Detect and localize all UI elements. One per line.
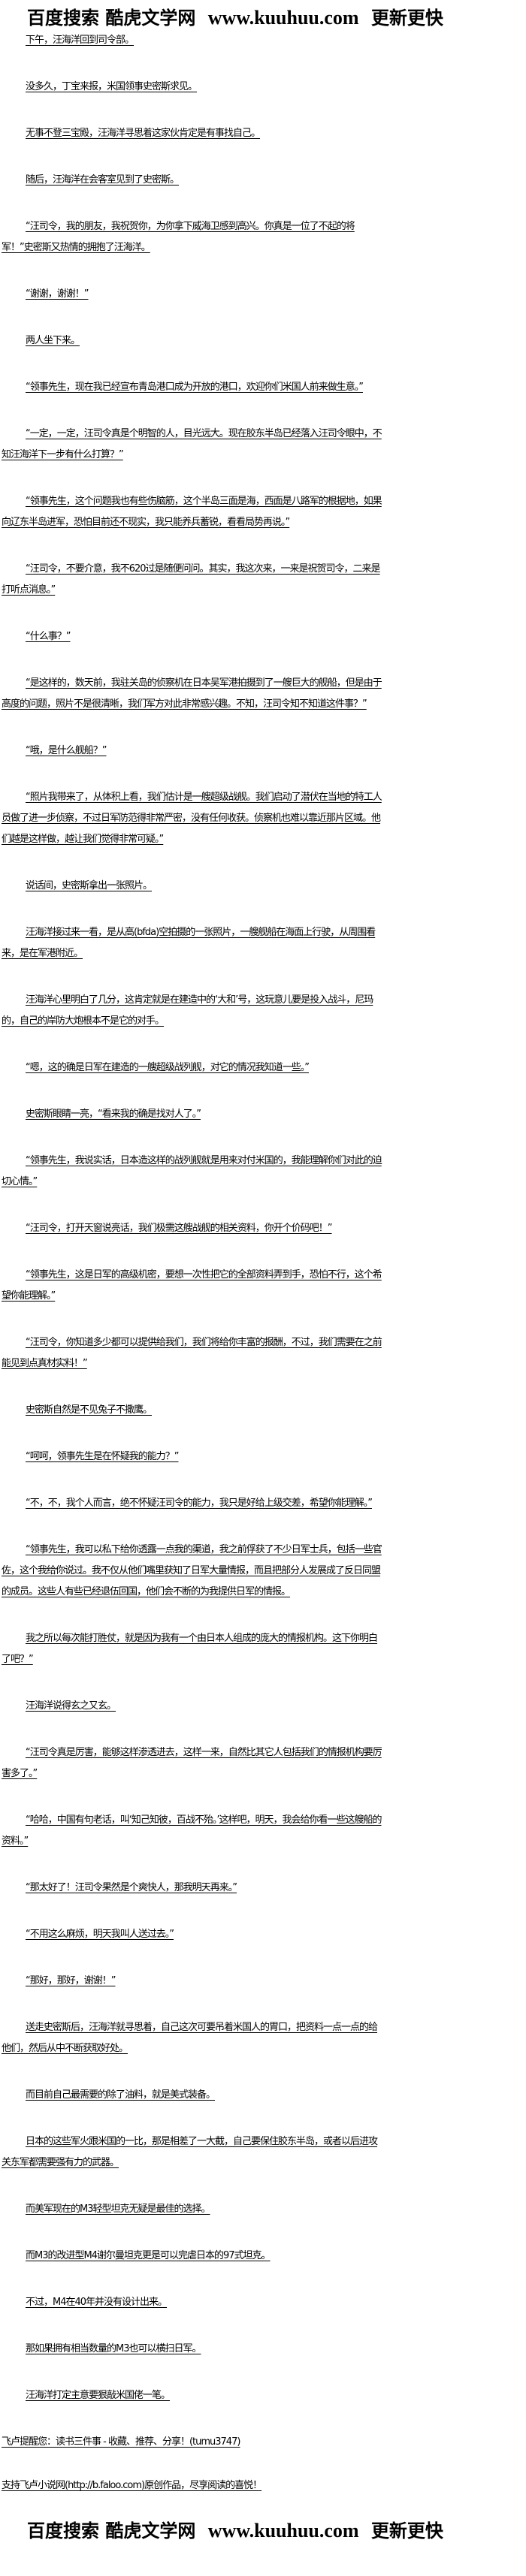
footer-reminder-text: 飞卢提醒您：读书三件事 - 收藏、推荐、分享！(tumu3747) (2, 2436, 240, 2448)
paragraph: “领事先生，现在我已经宣布青岛港口成为开放的港口，欢迎你们米国人前来做生意。” (2, 377, 382, 398)
footer-reminder: 飞卢提醒您：读书三件事 - 收藏、推荐、分享！(tumu3747) (0, 2432, 526, 2453)
paragraph: “领事先生，我说实话，日本造这样的战列舰就是用来对付米国的，我能理解你们对此的迫… (2, 1151, 382, 1193)
paragraph-text: 不过，M4在40年并没有设计出来。 (26, 2297, 168, 2308)
paragraph: 我之所以每次能打胜仗，就是因为我有一个由日本人组成的庞大的情报机构。这下你明白了… (2, 1628, 382, 1670)
paragraph-text: “哦，是什么舰船？” (26, 745, 107, 756)
paragraph: 随后，汪海洋在会客室见到了史密斯。 (2, 170, 382, 191)
paragraph: 汪海洋打定主意要狠敲米国佬一笔。 (2, 2385, 382, 2406)
paragraph: 而美军现在的M3轻型坦克无疑是最佳的选择。 (2, 2199, 382, 2220)
paragraph-text: 而目前自己最需要的除了油料，就是美式装备。 (26, 2089, 216, 2101)
paragraph-text: “汪司令，不要介意，我不620过是随便问问。其实，我这次来，一来是祝贺司令，二来… (2, 563, 381, 596)
paragraph-text: 汪海洋心里明白了几分，这肯定就是在建造中的‘大和’号，这玩意儿要是投入战斗，尼玛… (2, 994, 373, 1027)
paragraph: “嗯，这的确是日军在建造的一艘超级战列舰，对它的情况我知道一些。” (2, 1057, 382, 1078)
logo-tail-text: 更新更快 (370, 2520, 443, 2541)
paragraph: “那太好了！汪司令果然是个爽快人，那我明天再来。” (2, 1878, 382, 1899)
paragraph: “不用这么麻烦，明天我叫人送过去。” (2, 1924, 382, 1945)
paragraph: “呵呵，领事先生是在怀疑我的能力？” (2, 1446, 382, 1467)
paragraph-text: 而美军现在的M3轻型坦克无疑是最佳的选择。 (26, 2203, 210, 2215)
paragraph-text: “汪司令，你知道多少都可以提供给我们，我们将给你丰富的报酬，不过，我们需要在之前… (2, 1337, 382, 1369)
paragraph: “领事先生，这个问题我也有些伤脑筋，这个半岛三面是海，西面是八路军的根据地，如果… (2, 491, 382, 533)
paragraph-text: 下午，汪海洋回到司令部。 (26, 35, 135, 46)
paragraph-text: 两人坐下来。 (26, 335, 80, 346)
paragraph: 汪海洋说得玄之又玄。 (2, 1696, 382, 1717)
paragraph: 无事不登三宝殿，汪海洋寻思着这家伙肯定是有事找自己。 (2, 123, 382, 144)
paragraph-text: “一定，一定，汪司令真是个明智的人，目光远大。现在胶东半岛已经落入汪司令眼中，不… (2, 428, 382, 460)
paragraph-text: “汪司令，打开天窗说亮话，我们极需这艘战舰的相关资料，你开个价码吧！” (26, 1223, 332, 1234)
paragraph-text: “谢谢，谢谢！” (26, 288, 89, 300)
paragraph-text: “呵呵，领事先生是在怀疑我的能力？” (26, 1451, 179, 1462)
paragraph: 两人坐下来。 (2, 330, 382, 351)
paragraph-text: 日本的这些军火跟米国的一比，那是相差了一大截，自己要保住胶东半岛，或者以后进攻关… (2, 2136, 378, 2168)
paragraph-text: 汪海洋打定主意要狠敲米国佬一笔。 (26, 2390, 171, 2401)
paragraph-text: “哈哈，中国有句老话，叫‘知己知彼，百战不殆。’这样吧，明天，我会给你看一些这艘… (2, 1814, 382, 1847)
paragraph: “汪司令，打开天窗说亮话，我们极需这艘战舰的相关资料，你开个价码吧！” (2, 1218, 382, 1239)
site-logo-bottom: 百度搜索 酷虎文学网 www.kuuhuu.com 更新更快 (0, 2513, 526, 2543)
paragraph: “谢谢，谢谢！” (2, 284, 382, 305)
paragraph-text: 送走史密斯后，汪海洋就寻思着，自己这次可要吊着米国人的胃口，把资料一点一点的给他… (2, 2022, 378, 2054)
paragraph-text: “领事先生，现在我已经宣布青岛港口成为开放的港口，欢迎你们米国人前来做生意。” (26, 382, 364, 393)
paragraph-text: “那太好了！汪司令果然是个爽快人，那我明天再来。” (26, 1882, 237, 1893)
paragraph: “哦，是什么舰船？” (2, 741, 382, 762)
paragraph-text: “汪司令真是厉害，能够这样渗透进去，这样一来，自然比其它人包括我们的情报机构要厉… (2, 1747, 382, 1779)
paragraph: “一定，一定，汪司令真是个明智的人，目光远大。现在胶东半岛已经落入汪司令眼中，不… (2, 424, 382, 466)
paragraph-text: 史密斯自然是不见兔子不撒鹰。 (26, 1404, 153, 1416)
paragraph: “哈哈，中国有句老话，叫‘知己知彼，百战不殆。’这样吧，明天，我会给你看一些这艘… (2, 1810, 382, 1852)
paragraph: “是这样的，数天前，我驻关岛的侦察机在日本吴军港拍摄到了一艘巨大的舰船，但是由于… (2, 673, 382, 715)
paragraph: “领事先生，我可以私下给你透露一点我的渠道，我之前俘获了不少日军士兵，包括一些官… (2, 1540, 382, 1603)
paragraph: “不，不，我个人而言，绝不怀疑汪司令的能力，我只是好给上级交差，希望你能理解。” (2, 1493, 382, 1514)
paragraph: “领事先生，这是日军的高级机密，要想一次性把它的全部资料弄到手，恐怕不行，这个希… (2, 1265, 382, 1307)
paragraph-text: “汪司令，我的朋友，我祝贺你，为你拿下威海卫感到高兴。你真是一位了不起的将军！”… (2, 221, 355, 253)
logo-cn-text: 百度搜索 酷虎文学网 (27, 2520, 196, 2541)
paragraph-text: “是这样的，数天前，我驻关岛的侦察机在日本吴军港拍摄到了一艘巨大的舰船，但是由于… (2, 677, 382, 710)
paragraph: 那如果拥有相当数量的M3也可以横扫日军。 (2, 2339, 382, 2360)
paragraph-text: 没多久，丁宝来报，米国领事史密斯求见。 (26, 81, 198, 92)
paragraph-text: 随后，汪海洋在会客室见到了史密斯。 (26, 174, 180, 186)
paragraph: “汪司令，我的朋友，我祝贺你，为你拿下威海卫感到高兴。你真是一位了不起的将军！”… (2, 216, 382, 258)
paragraph: 汪海洋接过来一看，是从高(bfda)空拍摄的一张照片，一艘舰船在海面上行驶，从周… (2, 922, 382, 964)
paragraph: 没多久，丁宝来报，米国领事史密斯求见。 (2, 77, 382, 98)
paragraph-text: 说话间，史密斯拿出一张照片。 (26, 880, 153, 891)
paragraph: “什么事？” (2, 626, 382, 647)
logo-tail-text: 更新更快 (370, 7, 443, 29)
paragraph: “那好，那好，谢谢！” (2, 1971, 382, 1992)
paragraph: 汪海洋心里明白了几分，这肯定就是在建造中的‘大和’号，这玩意儿要是投入战斗，尼玛… (2, 990, 382, 1032)
paragraph-text: “领事先生，我说实话，日本造这样的战列舰就是用来对付米国的，我能理解你们对此的迫… (2, 1155, 382, 1187)
paragraph: “汪司令，你知道多少都可以提供给我们，我们将给你丰富的报酬，不过，我们需要在之前… (2, 1332, 382, 1374)
paragraph: 说话间，史密斯拿出一张照片。 (2, 876, 382, 897)
paragraph-text: 史密斯眼睛一亮，“看来我的确是找对人了。” (26, 1109, 201, 1120)
paragraph: 史密斯眼睛一亮，“看来我的确是找对人了。” (2, 1104, 382, 1125)
logo-url-text: www.kuuhuu.com (207, 2520, 359, 2541)
paragraph: 史密斯自然是不见兔子不撒鹰。 (2, 1400, 382, 1421)
paragraph-text: 那如果拥有相当数量的M3也可以横扫日军。 (26, 2343, 201, 2354)
paragraph-text: “领事先生，这是日军的高级机密，要想一次性把它的全部资料弄到手，恐怕不行，这个希… (2, 1269, 382, 1302)
paragraph-text: “领事先生，这个问题我也有些伤脑筋，这个半岛三面是海，西面是八路军的根据地，如果… (2, 496, 382, 528)
paragraph-text: “不用这么麻烦，明天我叫人送过去。” (26, 1929, 174, 1940)
footer-support-text: 支持飞卢小说网(http://b.faloo.com)原创作品，尽享阅读的喜悦！ (2, 2480, 262, 2491)
paragraph-text: “嗯，这的确是日军在建造的一艘超级战列舰，对它的情况我知道一些。” (26, 1062, 310, 1073)
paragraph-text: 而M3的改进型M4谢尔曼坦克更是可以完虐日本的97式坦克。 (26, 2250, 271, 2261)
paragraph: 不过，M4在40年并没有设计出来。 (2, 2292, 382, 2313)
paragraph: 下午，汪海洋回到司令部。 (2, 30, 382, 51)
paragraph: 日本的这些军火跟米国的一比，那是相差了一大截，自己要保住胶东半岛，或者以后进攻关… (2, 2131, 382, 2173)
paragraph-text: 汪海洋接过来一看，是从高(bfda)空拍摄的一张照片，一艘舰船在海面上行驶，从周… (2, 927, 376, 959)
paragraph: “照片我带来了，从体积上看，我们估计是一艘超级战舰。我们启动了潜伏在当地的特工人… (2, 787, 382, 850)
paragraph: 送走史密斯后，汪海洋就寻思着，自己这次可要吊着米国人的胃口，把资料一点一点的给他… (2, 2017, 382, 2059)
footer-support: 支持飞卢小说网(http://b.faloo.com)原创作品，尽享阅读的喜悦！ (0, 2475, 526, 2496)
paragraph: “汪司令，不要介意，我不620过是随便问问。其实，我这次来，一来是祝贺司令，二来… (2, 559, 382, 601)
paragraph-text: “领事先生，我可以私下给你透露一点我的渠道，我之前俘获了不少日军士兵，包括一些官… (2, 1544, 382, 1597)
paragraph-text: 汪海洋说得玄之又玄。 (26, 1700, 116, 1712)
paragraph-text: “照片我带来了，从体积上看，我们估计是一艘超级战舰。我们启动了潜伏在当地的特工人… (2, 792, 382, 845)
logo-url-text: www.kuuhuu.com (207, 7, 359, 29)
paragraph: “汪司令真是厉害，能够这样渗透进去，这样一来，自然比其它人包括我们的情报机构要厉… (2, 1742, 382, 1784)
chapter-content: 下午，汪海洋回到司令部。没多久，丁宝来报，米国领事史密斯求见。无事不登三宝殿，汪… (0, 30, 382, 2406)
paragraph: 而M3的改进型M4谢尔曼坦克更是可以完虐日本的97式坦克。 (2, 2246, 382, 2267)
paragraph-text: “什么事？” (26, 631, 71, 642)
site-logo-top: 百度搜索 酷虎文学网 www.kuuhuu.com 更新更快 (0, 0, 526, 30)
paragraph: 而目前自己最需要的除了油料，就是美式装备。 (2, 2085, 382, 2106)
logo-cn-text: 百度搜索 酷虎文学网 (27, 7, 196, 29)
paragraph-text: “不，不，我个人而言，绝不怀疑汪司令的能力，我只是好给上级交差，希望你能理解。” (26, 1498, 373, 1509)
paragraph-text: “那好，那好，谢谢！” (26, 1975, 116, 1986)
paragraph-text: 我之所以每次能打胜仗，就是因为我有一个由日本人组成的庞大的情报机构。这下你明白了… (2, 1633, 378, 1665)
paragraph-text: 无事不登三宝殿，汪海洋寻思着这家伙肯定是有事找自己。 (26, 128, 261, 139)
